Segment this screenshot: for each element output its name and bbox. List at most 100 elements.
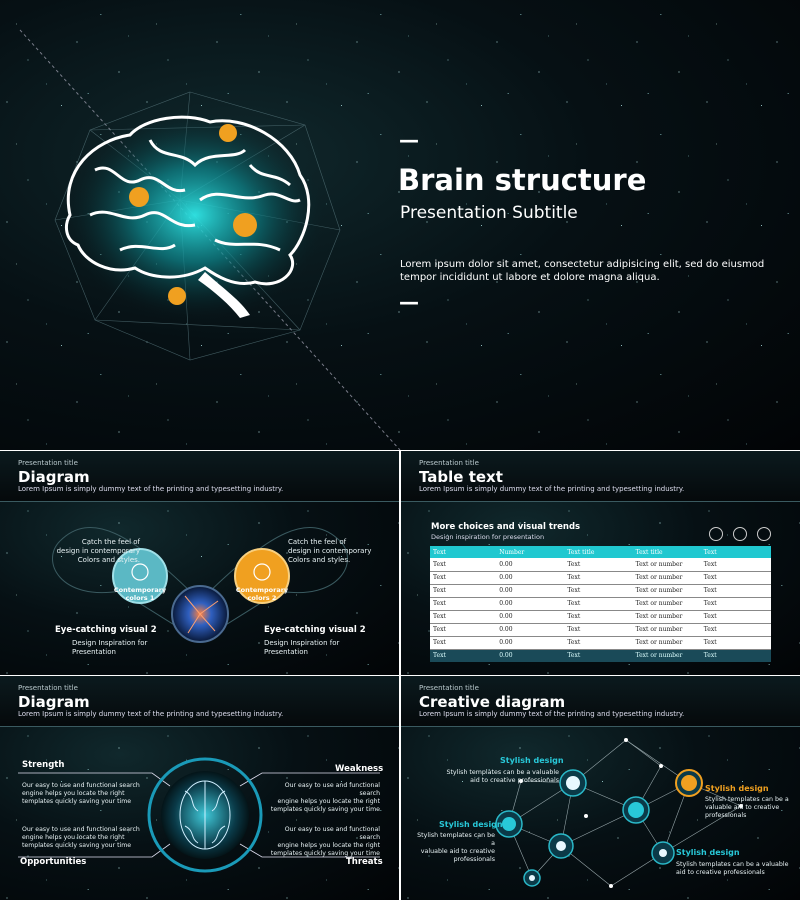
hero-subtitle: Presentation Subtitle — [400, 203, 578, 223]
item-left-title: Stylish design — [439, 820, 503, 829]
slide-header: Presentation title Diagram Lorem Ipsum i… — [0, 451, 399, 502]
slide-diagram-2[interactable]: Presentation title Diagram Lorem Ipsum i… — [0, 676, 399, 900]
seed-icon-node — [548, 833, 574, 859]
slide-title: Diagram — [18, 693, 90, 711]
right-heading: Eye-catching visual 2 — [264, 625, 366, 635]
table-cell: Text — [703, 639, 717, 646]
diagram-graphic — [52, 527, 348, 643]
table-cell: Text or number — [635, 560, 683, 568]
brain-outline — [64, 115, 311, 286]
slide-title: Diagram — [18, 468, 90, 486]
table-cell: Text — [567, 574, 581, 581]
table-cell: Text — [567, 639, 581, 646]
table-row: Text 0.00 Text Text or number Text — [430, 623, 771, 636]
table-cell: Text — [567, 626, 581, 633]
table-cell: 0.00 — [499, 613, 513, 620]
table-cell: 0.00 — [499, 560, 513, 568]
leaf-icon — [131, 563, 149, 581]
presentation-title: Presentation title — [419, 459, 479, 467]
brain-graphic — [19, 29, 401, 450]
hero-body-line1: Lorem ipsum dolor sit amet, consectetur … — [400, 259, 765, 270]
table-header-row: Text Number Text title Text title Text — [430, 546, 771, 558]
table-cell: Text — [433, 613, 446, 620]
contemporary-circle-1 — [112, 548, 168, 604]
table-cell: Text — [703, 574, 717, 581]
threats-label: Threats — [346, 857, 383, 867]
leaf-icon — [253, 563, 271, 581]
table-cell: Text — [567, 587, 581, 594]
slide-subtitle: Lorem Ipsum is simply dummy text of the … — [18, 710, 284, 718]
table-cell: Text or number — [635, 626, 683, 633]
pill-icon-node — [523, 869, 541, 887]
table-cell: Text — [433, 600, 446, 607]
table-cell: Text — [433, 560, 446, 568]
table-cell: Text — [433, 626, 446, 633]
slide-header: Presentation title Diagram Lorem Ipsum i… — [0, 676, 399, 727]
left-heading: Eye-catching visual 2 — [55, 625, 157, 635]
slide-subtitle: Lorem Ipsum is simply dummy text of the … — [419, 710, 685, 718]
bottom-dash: — — [399, 290, 419, 314]
heart-icon — [733, 527, 748, 541]
table-cell: Text or number — [635, 574, 683, 581]
liver-icon-node — [495, 810, 523, 838]
network-graphic — [495, 738, 743, 888]
brain-stem — [198, 272, 250, 318]
outer-ring — [147, 757, 263, 873]
top-dash: — — [399, 128, 419, 152]
presentation-title: Presentation title — [18, 684, 78, 692]
table-cell: 0.00 — [499, 587, 513, 594]
eye-icon-node — [651, 841, 675, 865]
table-cell: 0.00 — [499, 639, 513, 646]
table-cell: Text — [703, 626, 717, 633]
slide-subtitle: Lorem Ipsum is simply dummy text of the … — [18, 485, 284, 493]
slide-diagram-1[interactable]: Presentation title Diagram Lorem Ipsum i… — [0, 451, 399, 675]
table-cell: Text — [433, 587, 446, 594]
hero-title: Brain structure — [398, 163, 647, 197]
opportunities-label: Opportunities — [20, 857, 87, 867]
slide-subtitle: Lorem Ipsum is simply dummy text of the … — [419, 485, 685, 493]
item-top-title: Stylish design — [500, 756, 564, 765]
data-table: Text Number Text title Text title Text T… — [430, 546, 771, 662]
slide-table[interactable]: Presentation title Table text Lorem Ipsu… — [401, 451, 800, 675]
globe-icon — [709, 527, 723, 541]
slide-creative-diagram[interactable]: Presentation title Creative diagram Lore… — [401, 676, 800, 900]
slide-title: Creative diagram — [419, 693, 566, 711]
table-cell: Text — [567, 613, 581, 620]
table-cell: 0.00 — [499, 600, 513, 607]
chat-icon — [757, 527, 772, 541]
table-cell: Text or number — [635, 639, 683, 646]
contemporary-circle-2 — [234, 548, 290, 604]
table-icons — [709, 526, 772, 545]
slide-header: Presentation title Creative diagram Lore… — [401, 676, 800, 727]
swot-graphic — [18, 757, 380, 873]
stomach-icon-node — [675, 769, 703, 797]
item-bottom-title: Stylish design — [676, 848, 740, 857]
table-cell: Text or number — [635, 587, 683, 594]
intestine-icon-node — [622, 796, 650, 824]
presentation-title: Presentation title — [18, 459, 78, 467]
table-subtitle: Design inspiration for presentation — [431, 533, 545, 541]
table-cell: Text — [433, 574, 446, 581]
slide-title: Table text — [419, 468, 503, 486]
table-cell: 0.00 — [499, 626, 513, 633]
table-cell: Text — [567, 560, 581, 568]
weakness-label: Weakness — [335, 764, 384, 774]
table-title: More choices and visual trends — [431, 522, 581, 532]
table-cell: Text — [433, 639, 446, 646]
